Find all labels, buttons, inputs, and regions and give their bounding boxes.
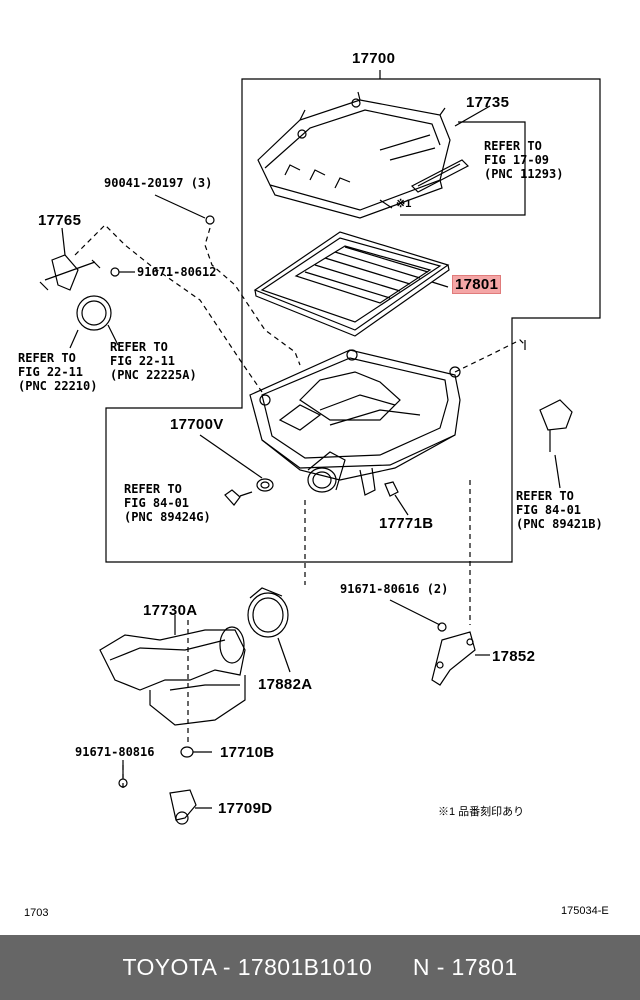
part-17771b-label: 17771B bbox=[379, 515, 434, 532]
hook-17709d bbox=[169, 789, 197, 825]
bracket-17765 bbox=[39, 254, 101, 291]
diagram-code-left: 1703 bbox=[24, 907, 49, 919]
part-17735-label: 17735 bbox=[466, 94, 510, 111]
parts-diagram bbox=[39, 70, 601, 825]
ref-fig-84-01-a[interactable]: REFER TO FIG 84-01 (PNC 89424G) bbox=[124, 482, 211, 524]
part-90041-20197-label: 90041-20197 (3) bbox=[104, 176, 213, 190]
part-17765-label: 17765 bbox=[38, 212, 82, 229]
part-17700-label: 17700 bbox=[352, 50, 396, 67]
assembly-outline bbox=[105, 78, 601, 563]
part-91671-80616-label: 91671-80616 (2) bbox=[340, 582, 449, 596]
air-filter-element bbox=[253, 231, 450, 337]
footnote: ※1 品番刻印あり bbox=[438, 806, 525, 818]
hose-clamp bbox=[247, 587, 289, 638]
part-17709d-label: 17709D bbox=[218, 800, 273, 817]
sensor-89421b bbox=[539, 399, 573, 452]
ref-fig-22-11-b[interactable]: REFER TO FIG 22-11 (PNC 22210) bbox=[18, 351, 98, 393]
ref-fig-17-09[interactable]: REFER TO FIG 17-09 (PNC 11293) bbox=[484, 139, 564, 181]
marker-note-1: ※1 bbox=[396, 198, 412, 210]
footer-part-number: TOYOTA - 17801B1010 N - 17801 bbox=[122, 954, 518, 980]
part-17852-label: 17852 bbox=[492, 648, 536, 665]
part-17730a-label: 17730A bbox=[143, 602, 198, 619]
part-17882a-label: 17882A bbox=[258, 676, 313, 693]
part-91671-80612-label: 91671-80612 bbox=[137, 265, 217, 279]
air-cleaner-case bbox=[249, 349, 461, 496]
ref-fig-84-01-b[interactable]: REFER TO FIG 84-01 (PNC 89421B) bbox=[516, 489, 603, 531]
part-17710b-label: 17710B bbox=[220, 744, 275, 761]
gasket-ring bbox=[76, 295, 112, 331]
diagram-code-right: 175034-E bbox=[561, 905, 609, 917]
part-17700v-label: 17700V bbox=[170, 416, 224, 433]
air-cleaner-cap bbox=[257, 91, 451, 219]
part-91671-80816-label: 91671-80816 bbox=[75, 745, 155, 759]
part-17801-label-highlighted[interactable]: 17801 bbox=[452, 275, 502, 294]
footer-bar: TOYOTA - 17801B1010 N - 17801 bbox=[0, 935, 640, 1000]
stay-17852 bbox=[431, 631, 476, 686]
ref-fig-22-11-a[interactable]: REFER TO FIG 22-11 (PNC 22225A) bbox=[110, 340, 197, 382]
intake-hose bbox=[99, 626, 246, 726]
